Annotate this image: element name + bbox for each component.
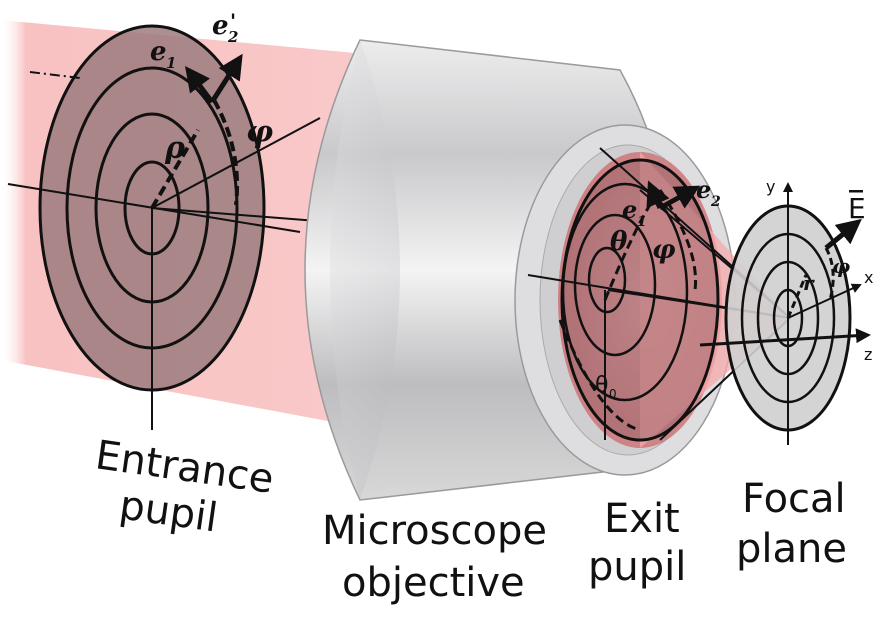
axis-y-label: y bbox=[766, 177, 775, 196]
theta0-label: θ bbox=[595, 373, 608, 398]
phi-entrance-label: φ bbox=[246, 115, 273, 150]
focal-symbols: E r φ y x z bbox=[766, 177, 873, 364]
entrance-pupil-disk bbox=[7, 24, 331, 430]
rho-label: ρ bbox=[164, 131, 186, 166]
e2-exit-label: e bbox=[696, 175, 711, 204]
caption-focal-line1: Focal bbox=[742, 476, 846, 522]
e2-prime-label: e bbox=[212, 11, 229, 41]
caption-exit-pupil: Exit pupil bbox=[588, 496, 686, 590]
phi-focal-label: φ bbox=[832, 254, 850, 278]
entrance-symbols: e 1 e 2 ' ρ φ bbox=[150, 9, 273, 166]
axis-z-label: z bbox=[864, 345, 872, 364]
e-field-overbar bbox=[849, 190, 863, 193]
axis-x-label: x bbox=[864, 268, 873, 287]
e1-exit-label: e bbox=[622, 195, 637, 224]
caption-objective-line1: Microscope bbox=[322, 508, 547, 554]
caption-microscope-objective: Microscope objective bbox=[322, 508, 547, 606]
e1-exit-subscript: 1 bbox=[637, 214, 647, 230]
e2-prime-subscript: 2 bbox=[227, 28, 238, 46]
exit-symbols: e 1 e 2 θ φ θ 0 bbox=[595, 175, 721, 401]
caption-entrance-pupil: Entrance pupil bbox=[93, 432, 277, 541]
caption-focal-line2: plane bbox=[736, 526, 847, 572]
theta-label: θ bbox=[610, 227, 628, 257]
r-label: r bbox=[803, 271, 815, 295]
caption-objective-line2: objective bbox=[342, 560, 525, 606]
theta0-subscript: 0 bbox=[609, 387, 617, 401]
e2-exit-subscript: 2 bbox=[710, 194, 721, 210]
e-field-label: E bbox=[848, 192, 866, 225]
e1-entrance-subscript: 1 bbox=[166, 54, 176, 72]
caption-focal-plane: Focal plane bbox=[736, 476, 847, 572]
e1-entrance-label: e bbox=[150, 37, 167, 67]
focal-plane bbox=[699, 182, 871, 445]
caption-exit-line1: Exit bbox=[604, 496, 680, 542]
e2-prime-mark: ' bbox=[230, 9, 236, 33]
caption-exit-line2: pupil bbox=[588, 544, 686, 590]
phi-exit-label: φ bbox=[652, 235, 676, 265]
